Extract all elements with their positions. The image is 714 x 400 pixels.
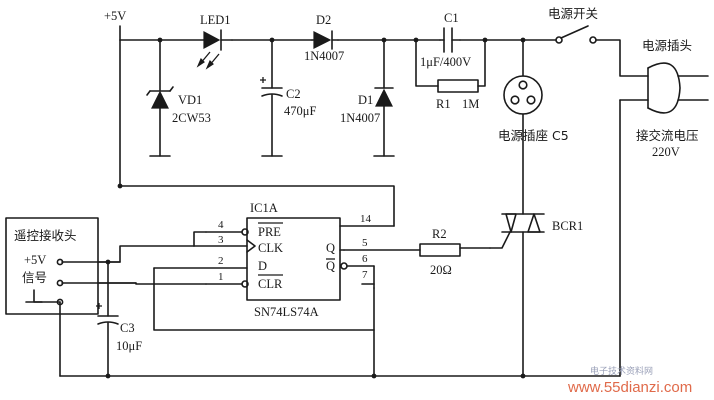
- c2-label: C2: [286, 87, 301, 101]
- ic-wiring: [61, 183, 395, 377]
- watermark-sub: 电子技术资料网: [590, 365, 653, 377]
- diode-d1: [373, 39, 395, 157]
- d2-label: D2: [316, 13, 331, 27]
- pin7-label: 7: [362, 269, 368, 281]
- vd1-part-label: 2CW53: [172, 111, 211, 125]
- triac-bcr1: [459, 213, 545, 377]
- clr-pin-label: CLR: [258, 277, 283, 291]
- receiver-signal-label: 信号: [22, 270, 47, 285]
- q-pin-label: Q: [326, 241, 335, 255]
- pre-pin-label: PRE: [258, 225, 281, 239]
- power-switch: [555, 25, 597, 44]
- remote-receiver: [5, 217, 137, 377]
- power-plug: [619, 62, 709, 377]
- d1-label: D1: [358, 93, 373, 107]
- diode-d2: [311, 30, 339, 50]
- d-pin-label: D: [258, 259, 267, 273]
- c2-value-label: 470μF: [284, 104, 316, 118]
- pin6-label: 6: [362, 253, 368, 265]
- vcc-label: +5V: [104, 9, 126, 23]
- r2-value-label: 20Ω: [430, 263, 452, 277]
- pin14-label: 14: [360, 213, 372, 225]
- r1-value-label: 1M: [462, 97, 479, 111]
- pin2-label: 2: [218, 255, 224, 267]
- d1-part-label: 1N4007: [340, 111, 380, 125]
- pin1-label: 1: [218, 271, 224, 283]
- receiver-vcc-label: +5V: [24, 253, 46, 267]
- resistor-r2: [343, 243, 461, 257]
- clk-pin-label: CLK: [258, 241, 283, 255]
- zener-diode-vd1: [146, 39, 174, 157]
- r1-label: R1: [436, 97, 451, 111]
- vd1-label: VD1: [178, 93, 202, 107]
- c3-label: C3: [120, 321, 135, 335]
- c1-value-label: 1μF/400V: [420, 55, 471, 69]
- led1-label: LED1: [200, 13, 231, 27]
- receiver-title: 遥控接收头: [14, 228, 77, 243]
- ic-part-label: SN74LS74A: [254, 305, 319, 319]
- c1-label: C1: [444, 11, 459, 25]
- pin3-label: 3: [218, 234, 224, 246]
- ic1a-label: IC1A: [250, 201, 278, 215]
- power-switch-label: 电源开关: [548, 6, 598, 21]
- ac-line2-label: 220V: [652, 145, 680, 159]
- flipflop-ic1a: [153, 217, 395, 301]
- c3-value-label: 10μF: [116, 339, 142, 353]
- socket-label: 电源插座 C5: [498, 128, 569, 143]
- power-socket-c5: [503, 39, 543, 215]
- ground-rail: [59, 373, 621, 379]
- bcr1-label: BCR1: [552, 219, 583, 233]
- resistor-r1: [415, 39, 486, 93]
- pin4-label: 4: [218, 219, 224, 231]
- ac-line1-label: 接交流电压: [636, 128, 699, 143]
- capacitor-c2: [260, 39, 283, 157]
- power-plug-label: 电源插头: [642, 38, 692, 53]
- d2-part-label: 1N4007: [304, 49, 344, 63]
- pin5-label: 5: [362, 237, 368, 249]
- capacitor-c1: [439, 27, 461, 53]
- led-led1: [196, 29, 233, 70]
- capacitor-c3: [96, 259, 119, 377]
- watermark: www.55dianzi.com: [567, 379, 692, 396]
- r2-label: R2: [432, 227, 447, 241]
- qbar-pin-label: Q: [326, 259, 335, 273]
